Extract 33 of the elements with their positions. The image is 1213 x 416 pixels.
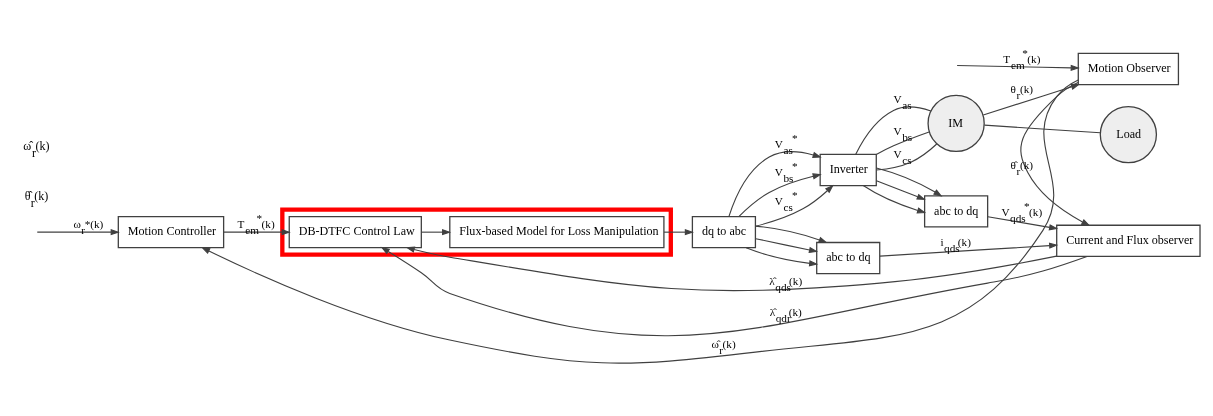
node-box: Inverter [819,153,877,186]
arrow [421,228,452,235]
node-circle: IM [927,94,985,152]
node-box: Current and Flux observer [1056,224,1201,257]
arrow [862,184,927,213]
node-box: Motion Observer [1077,52,1180,85]
arrow [875,166,943,197]
arrow [755,225,828,243]
arrow [728,150,822,217]
arrow [755,184,834,227]
node-box: abc to dq [923,194,989,228]
node-box: abc to dq [816,241,881,274]
arrow [663,228,694,235]
node-box: Flux-based Model for Loss Manipulation [449,215,665,248]
arrow [405,246,1058,291]
arrow [380,246,1088,336]
arrow [755,237,819,253]
arrow [745,246,819,266]
node-box: DB-DTFC Control Law [288,215,422,248]
connector [875,130,930,155]
arrow [738,172,822,217]
arrow [956,64,1080,71]
node-circle: Load [1099,105,1158,163]
arrow [875,179,926,200]
node-box: dq to abc [691,215,757,248]
arrow [987,215,1059,230]
connector [983,124,1101,133]
arrow [223,228,291,235]
connector [855,105,932,155]
arrow [36,228,120,235]
connector [875,142,938,171]
arrow [879,241,1059,257]
node-box: Motion Controller [117,215,225,248]
